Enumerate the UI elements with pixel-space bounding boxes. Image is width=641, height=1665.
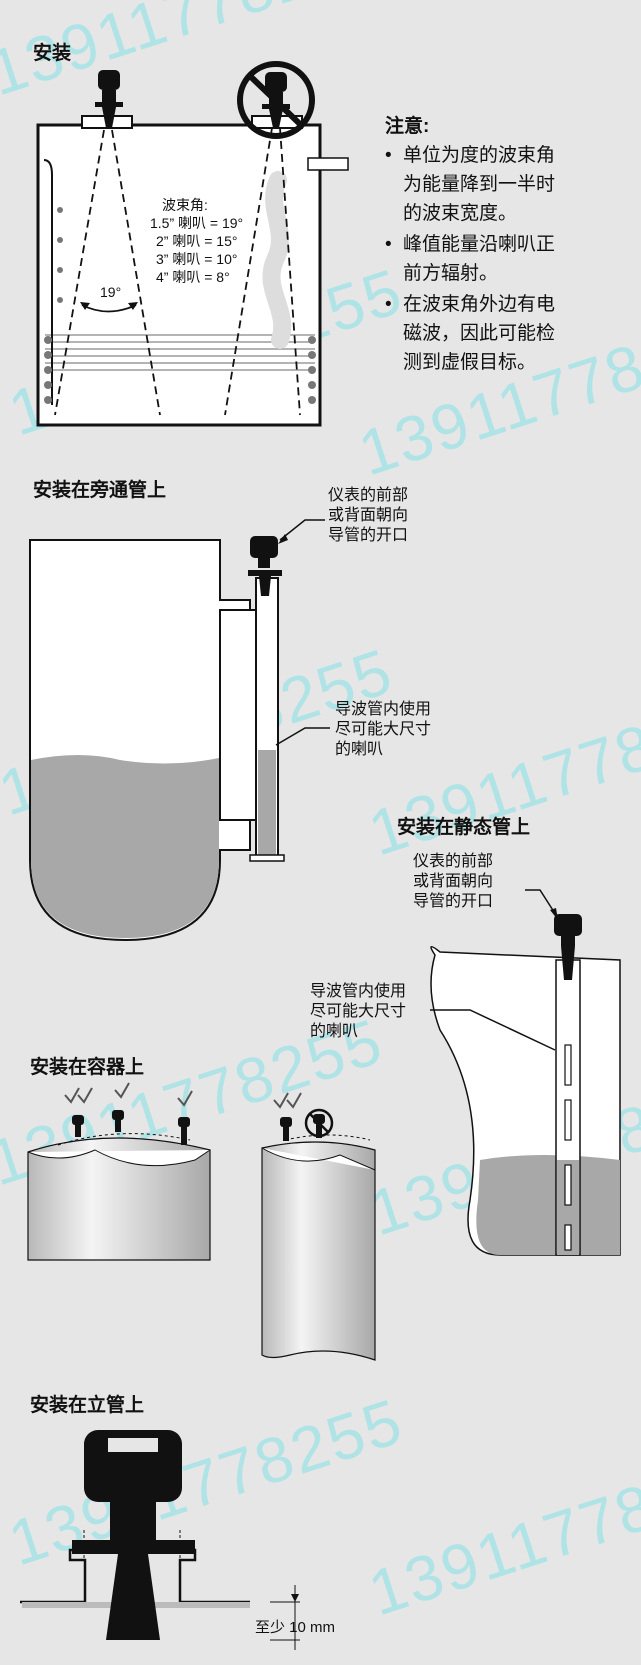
note-line: 单位为度的波束角 bbox=[403, 145, 556, 166]
note-line: 峰值能量沿喇叭正 bbox=[403, 234, 556, 255]
callout-line: 导管的开口 bbox=[413, 893, 494, 910]
note-line: 为能量降到一半时 bbox=[403, 174, 556, 195]
beam-angle-label: 19° bbox=[100, 284, 122, 300]
note-item: • 在波束角外边有电 磁波，因此可能检 测到虚假目标。 bbox=[385, 290, 625, 377]
stilling-front-callout: 仪表的前部 或背面朝向 导管的开口 bbox=[413, 852, 493, 912]
note-line: 前方辐射。 bbox=[403, 263, 499, 284]
callout-line: 或背面朝向 bbox=[328, 507, 409, 524]
bypass-front-callout: 仪表的前部 或背面朝向 导管的开口 bbox=[328, 486, 408, 546]
beam-row: 1.5” 喇叭 = 19° bbox=[150, 215, 244, 231]
beam-row: 4” 喇叭 = 8° bbox=[156, 269, 230, 285]
note-item: • 峰值能量沿喇叭正 前方辐射。 bbox=[385, 230, 625, 288]
callout-line: 导波管内使用 bbox=[310, 983, 407, 1000]
callout-line: 或背面朝向 bbox=[413, 873, 494, 890]
beam-row: 3” 喇叭 = 10° bbox=[156, 251, 238, 267]
callout-line: 的喇叭 bbox=[335, 741, 384, 758]
callout-line: 导波管内使用 bbox=[335, 701, 432, 718]
note-line: 磁波，因此可能检 bbox=[403, 323, 556, 344]
beam-angle-title: 波束角: bbox=[162, 197, 208, 213]
callout-line: 的喇叭 bbox=[310, 1023, 359, 1040]
note-item: • 单位为度的波束角 为能量降到一半时 的波束宽度。 bbox=[385, 141, 625, 228]
bypass-horn-callout: 导波管内使用 尽可能大尺寸 的喇叭 bbox=[335, 700, 431, 760]
section-install-title: 安装 bbox=[33, 43, 72, 64]
beam-angle-table: 波束角: 1.5” 喇叭 = 19° 2” 喇叭 = 15° 3” 喇叭 = 1… bbox=[150, 196, 243, 286]
stilling-horn-callout: 导波管内使用 尽可能大尺寸 的喇叭 bbox=[310, 982, 406, 1042]
section-vessel-title: 安装在容器上 bbox=[30, 1057, 145, 1078]
note-line: 测到虚假目标。 bbox=[403, 352, 537, 373]
note-title: 注意: bbox=[385, 116, 430, 137]
callout-line: 仪表的前部 bbox=[328, 487, 409, 504]
standpipe-dimension-label: 至少 10 mm bbox=[255, 1619, 336, 1636]
callout-line: 仪表的前部 bbox=[413, 853, 494, 870]
section-stilling-title: 安装在静态管上 bbox=[397, 817, 531, 838]
callout-line: 尽可能大尺寸 bbox=[310, 1003, 407, 1020]
callout-line: 尽可能大尺寸 bbox=[335, 721, 432, 738]
note-line: 的波束宽度。 bbox=[403, 203, 518, 224]
section-bypass-title: 安装在旁通管上 bbox=[33, 480, 167, 501]
section-standpipe-title: 安装在立管上 bbox=[30, 1395, 145, 1416]
beam-row: 2” 喇叭 = 15° bbox=[156, 233, 238, 249]
callout-line: 导管的开口 bbox=[328, 527, 409, 544]
note-box: 注意: • 单位为度的波束角 为能量降到一半时 的波束宽度。 • 峰值能量沿喇叭… bbox=[385, 112, 625, 379]
note-line: 在波束角外边有电 bbox=[403, 294, 556, 315]
